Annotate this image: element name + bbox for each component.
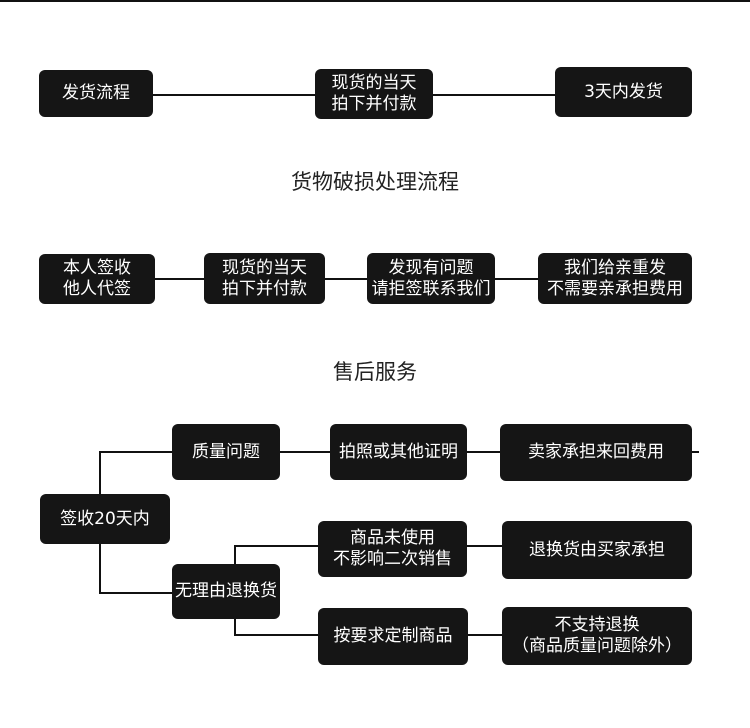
damage-step3-line2: 请拒签联系我们 [371, 278, 491, 299]
noreason-branch1-condition-box: 商品未使用 不影响二次销售 [318, 521, 467, 577]
damage-connector-line [150, 278, 550, 280]
shipping-step1-box: 现货的当天 拍下并付款 [315, 69, 433, 119]
quality-step-box: 拍照或其他证明 [330, 424, 467, 480]
shipping-start-label: 发货流程 [62, 83, 130, 103]
quality-step-label: 拍照或其他证明 [339, 441, 458, 462]
noreason-branch2-result-box: 不支持退换 （商品质量问题除外） [502, 607, 692, 665]
aftersales-title: 售后服务 [333, 360, 417, 384]
noreason-label: 无理由退换货 [175, 581, 277, 601]
shipping-step1-line1: 现货的当天 [331, 73, 417, 93]
branch1-result-label: 退换货由买家承担 [529, 539, 665, 560]
damage-step2-line1: 现货的当天 [222, 257, 307, 278]
noreason-branch1-result-box: 退换货由买家承担 [502, 521, 692, 579]
noreason-branch2-condition-box: 按要求定制商品 [318, 608, 468, 665]
damage-title: 货物破损处理流程 [291, 170, 459, 194]
quality-result-label: 卖家承担来回费用 [528, 442, 664, 462]
damage-step1-line1: 本人签收 [63, 258, 131, 278]
quality-result-box: 卖家承担来回费用 [500, 424, 692, 481]
damage-step4-line1: 我们给亲重发 [564, 257, 666, 278]
quality-label: 质量问题 [192, 441, 260, 462]
branch1-condition-line1: 商品未使用 [350, 528, 435, 548]
branch1-condition-line2: 不影响二次销售 [333, 549, 452, 569]
aftersales-root-box: 签收20天内 [40, 494, 170, 544]
damage-step1-line2: 他人代签 [63, 279, 131, 299]
aftersales-root-label: 签收20天内 [60, 508, 150, 529]
shipping-start-box: 发货流程 [39, 70, 153, 117]
quality-label-box: 质量问题 [172, 424, 280, 480]
damage-step1-box: 本人签收 他人代签 [39, 254, 155, 304]
branch2-result-line2: （商品质量问题除外） [512, 636, 682, 656]
damage-step2-box: 现货的当天 拍下并付款 [204, 253, 325, 304]
top-border [0, 0, 750, 2]
noreason-branch-line [99, 592, 179, 594]
branch2-result-line1: 不支持退换 [554, 615, 640, 635]
damage-step4-box: 我们给亲重发 不需要亲承担费用 [538, 253, 692, 304]
branch2-condition-label: 按要求定制商品 [333, 626, 453, 646]
damage-step3-box: 发现有问题 请拒签联系我们 [367, 253, 495, 304]
shipping-step1-line2: 拍下并付款 [331, 94, 417, 114]
damage-step3-line1: 发现有问题 [388, 257, 474, 278]
noreason-label-box: 无理由退换货 [172, 564, 280, 619]
shipping-step2-box: 3天内发货 [555, 67, 692, 117]
damage-step4-line2: 不需要亲承担费用 [547, 278, 683, 299]
shipping-step2-label: 3天内发货 [584, 81, 663, 102]
damage-step2-line2: 拍下并付款 [222, 278, 307, 299]
